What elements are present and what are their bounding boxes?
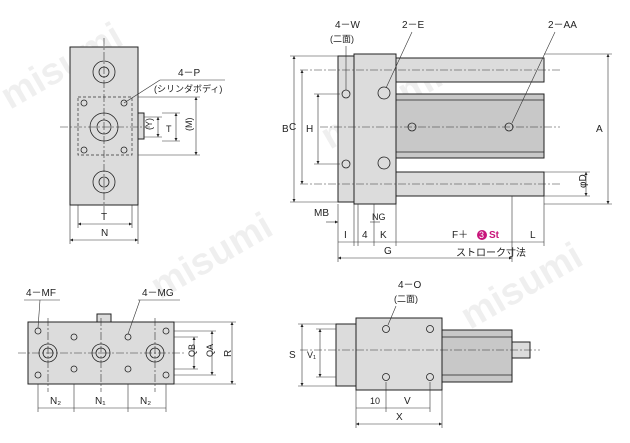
side-view-hole-E1 (377, 86, 391, 100)
callout-W-sub: (二面) (330, 34, 354, 44)
dim-T-bottom: T (101, 212, 107, 223)
front-view-piston-inner (96, 119, 112, 135)
dim-R: R (223, 350, 234, 357)
lower-view-hole-O4 (426, 373, 434, 381)
dim-4: 4 (362, 230, 368, 241)
leader-MG (127, 299, 141, 335)
leader-MF (37, 299, 41, 329)
callout-MG: 4－MG (142, 288, 174, 299)
front-view-hole-br (120, 146, 128, 154)
dim-QA: QA (205, 344, 215, 357)
lower-view-body (355, 317, 443, 391)
dim-N2-left: N₂ (50, 396, 61, 407)
dim-D: φD (578, 174, 589, 188)
bottom-view-hole-MF3 (162, 327, 170, 335)
leader-AA (511, 31, 556, 124)
side-view-hole-W2 (341, 159, 351, 169)
dim-F-circle-mark (477, 230, 487, 240)
bottom-view-hole-MG4 (124, 365, 132, 373)
dim-B: B (282, 124, 289, 135)
leader-O (387, 305, 397, 326)
callout-MF: 4－MF (26, 288, 56, 299)
dim-QB: QB (187, 344, 197, 357)
callout-O-sub: (二面) (394, 294, 418, 304)
bottom-view-hole-MF4 (162, 371, 170, 379)
stroke-label: ストローク寸法 (456, 246, 526, 259)
dim-H: H (306, 124, 313, 135)
dim-F-st: St (489, 230, 500, 241)
callout-P: 4－P (178, 68, 201, 79)
bottom-view-port (96, 313, 112, 323)
front-view-rod-bottom-inner (98, 176, 110, 188)
side-view-hole-AA2 (504, 122, 514, 132)
lower-view-plate (335, 323, 357, 387)
front-view-hole-bl (80, 146, 88, 154)
side-view-hole-AA1 (407, 122, 417, 132)
dim-N1: N₁ (95, 396, 106, 407)
dim-M: (M) (184, 118, 194, 132)
dim-S: S (289, 350, 296, 361)
callout-E: 2－E (402, 20, 425, 31)
dim-X: X (396, 412, 403, 423)
dim-I: I (344, 230, 347, 241)
side-view-hole-E2 (377, 156, 391, 170)
dim-V1: V₁ (307, 350, 316, 360)
bottom-view-hole-MG1 (70, 333, 78, 341)
front-view-rod-bottom (92, 170, 116, 194)
bottom-view-bore-left-inner (42, 347, 54, 359)
lower-view-hole-O2 (382, 373, 390, 381)
callout-W: 4－W (335, 20, 361, 31)
bottom-view-bore-mid-inner (95, 347, 107, 359)
front-view-hidden-square (77, 96, 133, 156)
bottom-view-bore-mid (91, 343, 111, 363)
front-view-hole-tr (120, 99, 128, 107)
dim-C: C (289, 122, 296, 133)
bottom-view-bore-left (38, 343, 58, 363)
lower-view-cylinder (441, 329, 513, 383)
dim-NG: NG (372, 212, 386, 222)
front-view-rod-top-inner (98, 66, 110, 78)
dim-MB: MB (314, 208, 329, 219)
lower-side-view: 4－O (二面) S V₁ 10 V X (289, 280, 540, 428)
lower-view-hole-O3 (426, 325, 434, 333)
bottom-view: 4－MF 4－MG QB QA R N₂ N₁ N₂ (18, 288, 236, 412)
dim-Y: (Y) (144, 118, 154, 130)
dim-G: G (384, 246, 392, 257)
callout-O: 4－O (398, 280, 422, 291)
bottom-view-bore-right-inner (149, 347, 161, 359)
dim-F-circle: 3 (479, 230, 484, 240)
dim-K: K (380, 230, 387, 241)
leader-P (123, 79, 161, 104)
bottom-view-hole-MG2 (70, 365, 78, 373)
front-view-port (137, 112, 145, 140)
front-view: 4－P (シリンダボディ) (Y) T (M) T N (60, 38, 225, 244)
bottom-view-bore-right (145, 343, 165, 363)
callout-P-sub: (シリンダボディ) (154, 83, 222, 94)
dim-N: N (101, 228, 108, 239)
dim-A: A (596, 124, 603, 135)
leader-E (385, 31, 413, 89)
side-view-body (353, 53, 397, 205)
front-view-piston (89, 112, 119, 142)
dim-V: V (404, 396, 411, 407)
dim-T-right: T (166, 124, 172, 134)
dim-F: F＋ (452, 230, 468, 241)
callout-AA: 2－AA (548, 20, 577, 31)
side-view: 4－W (二面) 2－E 2－AA B C H A φD (282, 20, 612, 262)
dim-L: L (530, 230, 536, 241)
bottom-view-hole-MF2 (34, 371, 42, 379)
dim-10: 10 (370, 396, 380, 406)
front-view-hole-tl (80, 99, 88, 107)
front-view-rod-top (92, 60, 116, 84)
side-view-cylinder (395, 93, 545, 159)
dim-N2-right: N₂ (140, 396, 151, 407)
lower-view-hole-O1 (382, 325, 390, 333)
